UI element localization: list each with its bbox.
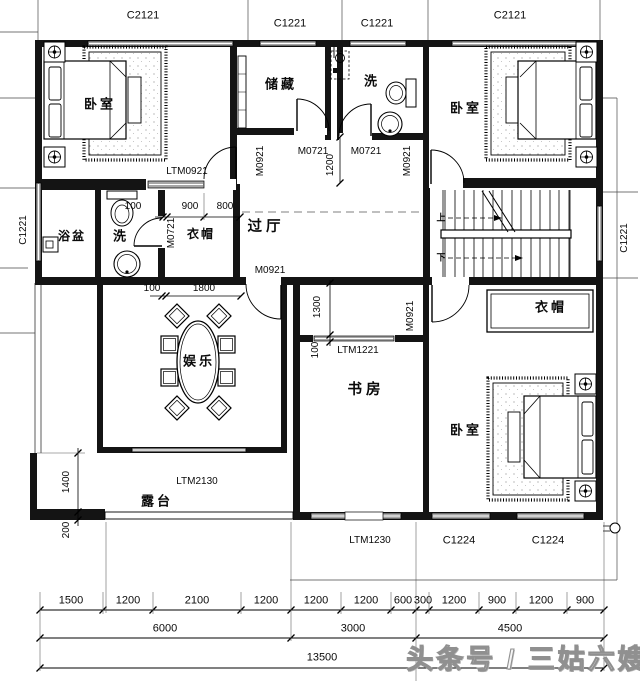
dim-row1-0: 1500 [58,594,84,607]
interior-dims [37,133,344,526]
door-label-study: LTM1221 [337,345,379,356]
chair [160,303,236,421]
room-label-wash-mid: 洗 [112,228,130,244]
dim-row1-5: 1200 [353,594,379,607]
door-label-bedroom3: M0921 [405,300,416,332]
dim-study-100: 100 [310,341,321,359]
furniture-bedroom2 [484,41,598,168]
door-label-cloak-left: M0721 [166,217,177,249]
room-label-bedroom2: 卧室 [449,100,483,116]
toilet-tank [405,78,417,108]
pillow [48,66,62,101]
doors [133,98,470,323]
dim-row2-1: 3000 [340,622,366,635]
room-label-bedroom1: 卧室 [83,96,117,112]
stairs [440,190,572,277]
furniture-bedroom1 [43,41,168,168]
dim-row1-9: 900 [487,594,507,607]
window-label-south-2: C1224 [531,534,565,547]
dimension-chains [36,522,608,681]
pillow [579,103,593,138]
door-label-entertainment: M0921 [254,265,286,276]
dim-row1-2: 2100 [184,594,210,607]
stair-up-label: 上 [436,212,446,223]
wardrobe [486,289,594,333]
dim-row1-7: 300 [413,594,433,607]
dim-terrace-1400: 1400 [61,470,72,494]
dim-row1-1: 1200 [115,594,141,607]
fixtures [42,47,621,534]
door-label-bedroom1: LTM0921 [166,166,208,177]
stair-arrows [494,215,523,261]
stair-down-label: 下 [436,252,446,263]
window-label-study-south: LTM1230 [349,535,391,546]
room-label-hall: 过厅 [247,218,285,235]
dim-row3-0: 13500 [306,651,338,664]
pillow [48,103,62,138]
dim-row1-3: 1200 [253,594,279,607]
dim-cloak-100: 100 [124,201,142,212]
terrace-slab-edge [104,511,294,520]
stair-break-line [481,190,516,233]
room-label-wash-top: 洗 [363,73,381,89]
dim-row1-6: 600 [393,594,413,607]
door-label-hall-right: M0921 [402,145,413,177]
dim-terrace-200: 200 [61,521,72,539]
window-label-south-1: C1224 [442,534,476,547]
room-label-entertainment: 娱乐 [182,353,216,369]
door-label-terrace: LTM2130 [176,476,218,487]
bench [505,76,520,124]
dim-row2-2: 4500 [497,622,523,635]
dim-ent-100: 100 [143,283,161,294]
room-label-study: 书房 [347,381,385,398]
room-label-cloak-left: 衣帽 [186,227,216,241]
dim-ent-1800: 1800 [192,283,216,294]
pillow [581,401,594,437]
stair-handrail [440,229,572,239]
downspout [609,522,621,534]
dim-row1-8: 1200 [441,594,467,607]
door-label-hall-left: M0921 [255,145,266,177]
window-label-top-mid-left: C1221 [273,17,307,30]
dim-row1-11: 900 [575,594,595,607]
grid-lines [0,0,638,581]
door-label-storage: M0721 [297,146,329,157]
room-label-terrace: 露台 [140,493,174,509]
room-label-bedroom3: 卧室 [449,422,483,438]
dim-shaft-width: 1200 [325,153,336,177]
window-label-top-right: C2121 [493,9,527,22]
pillow [581,439,594,475]
furniture-entertainment [160,303,236,421]
stair-walk-lines [448,217,515,259]
dim-cloak-800: 800 [216,201,234,212]
dim-row1-4: 1200 [303,594,329,607]
toilet-tank [106,190,138,200]
dim-cloak-900: 900 [181,201,199,212]
shower [330,50,350,80]
bench [127,76,142,124]
furniture-bedroom3 [486,289,597,502]
window-label-top-left: C2121 [126,9,160,22]
window-label-top-mid-right: C1221 [360,17,394,30]
dim-hall-1300: 1300 [312,295,323,319]
dim-row2-0: 6000 [152,622,178,635]
pillow [579,66,593,101]
window-label-west: C1221 [18,215,29,245]
dim-row1-10: 1200 [528,594,554,607]
bench [507,411,521,463]
watermark: 头条号 / 三姑六嫂 [406,644,640,675]
door-label-wash-top: M0721 [350,146,382,157]
window-label-east: C1221 [619,223,630,253]
room-label-storage: 储藏 [264,76,298,92]
room-label-bath: 浴盆 [57,229,87,243]
room-label-cloak-right: 衣帽 [534,299,568,315]
